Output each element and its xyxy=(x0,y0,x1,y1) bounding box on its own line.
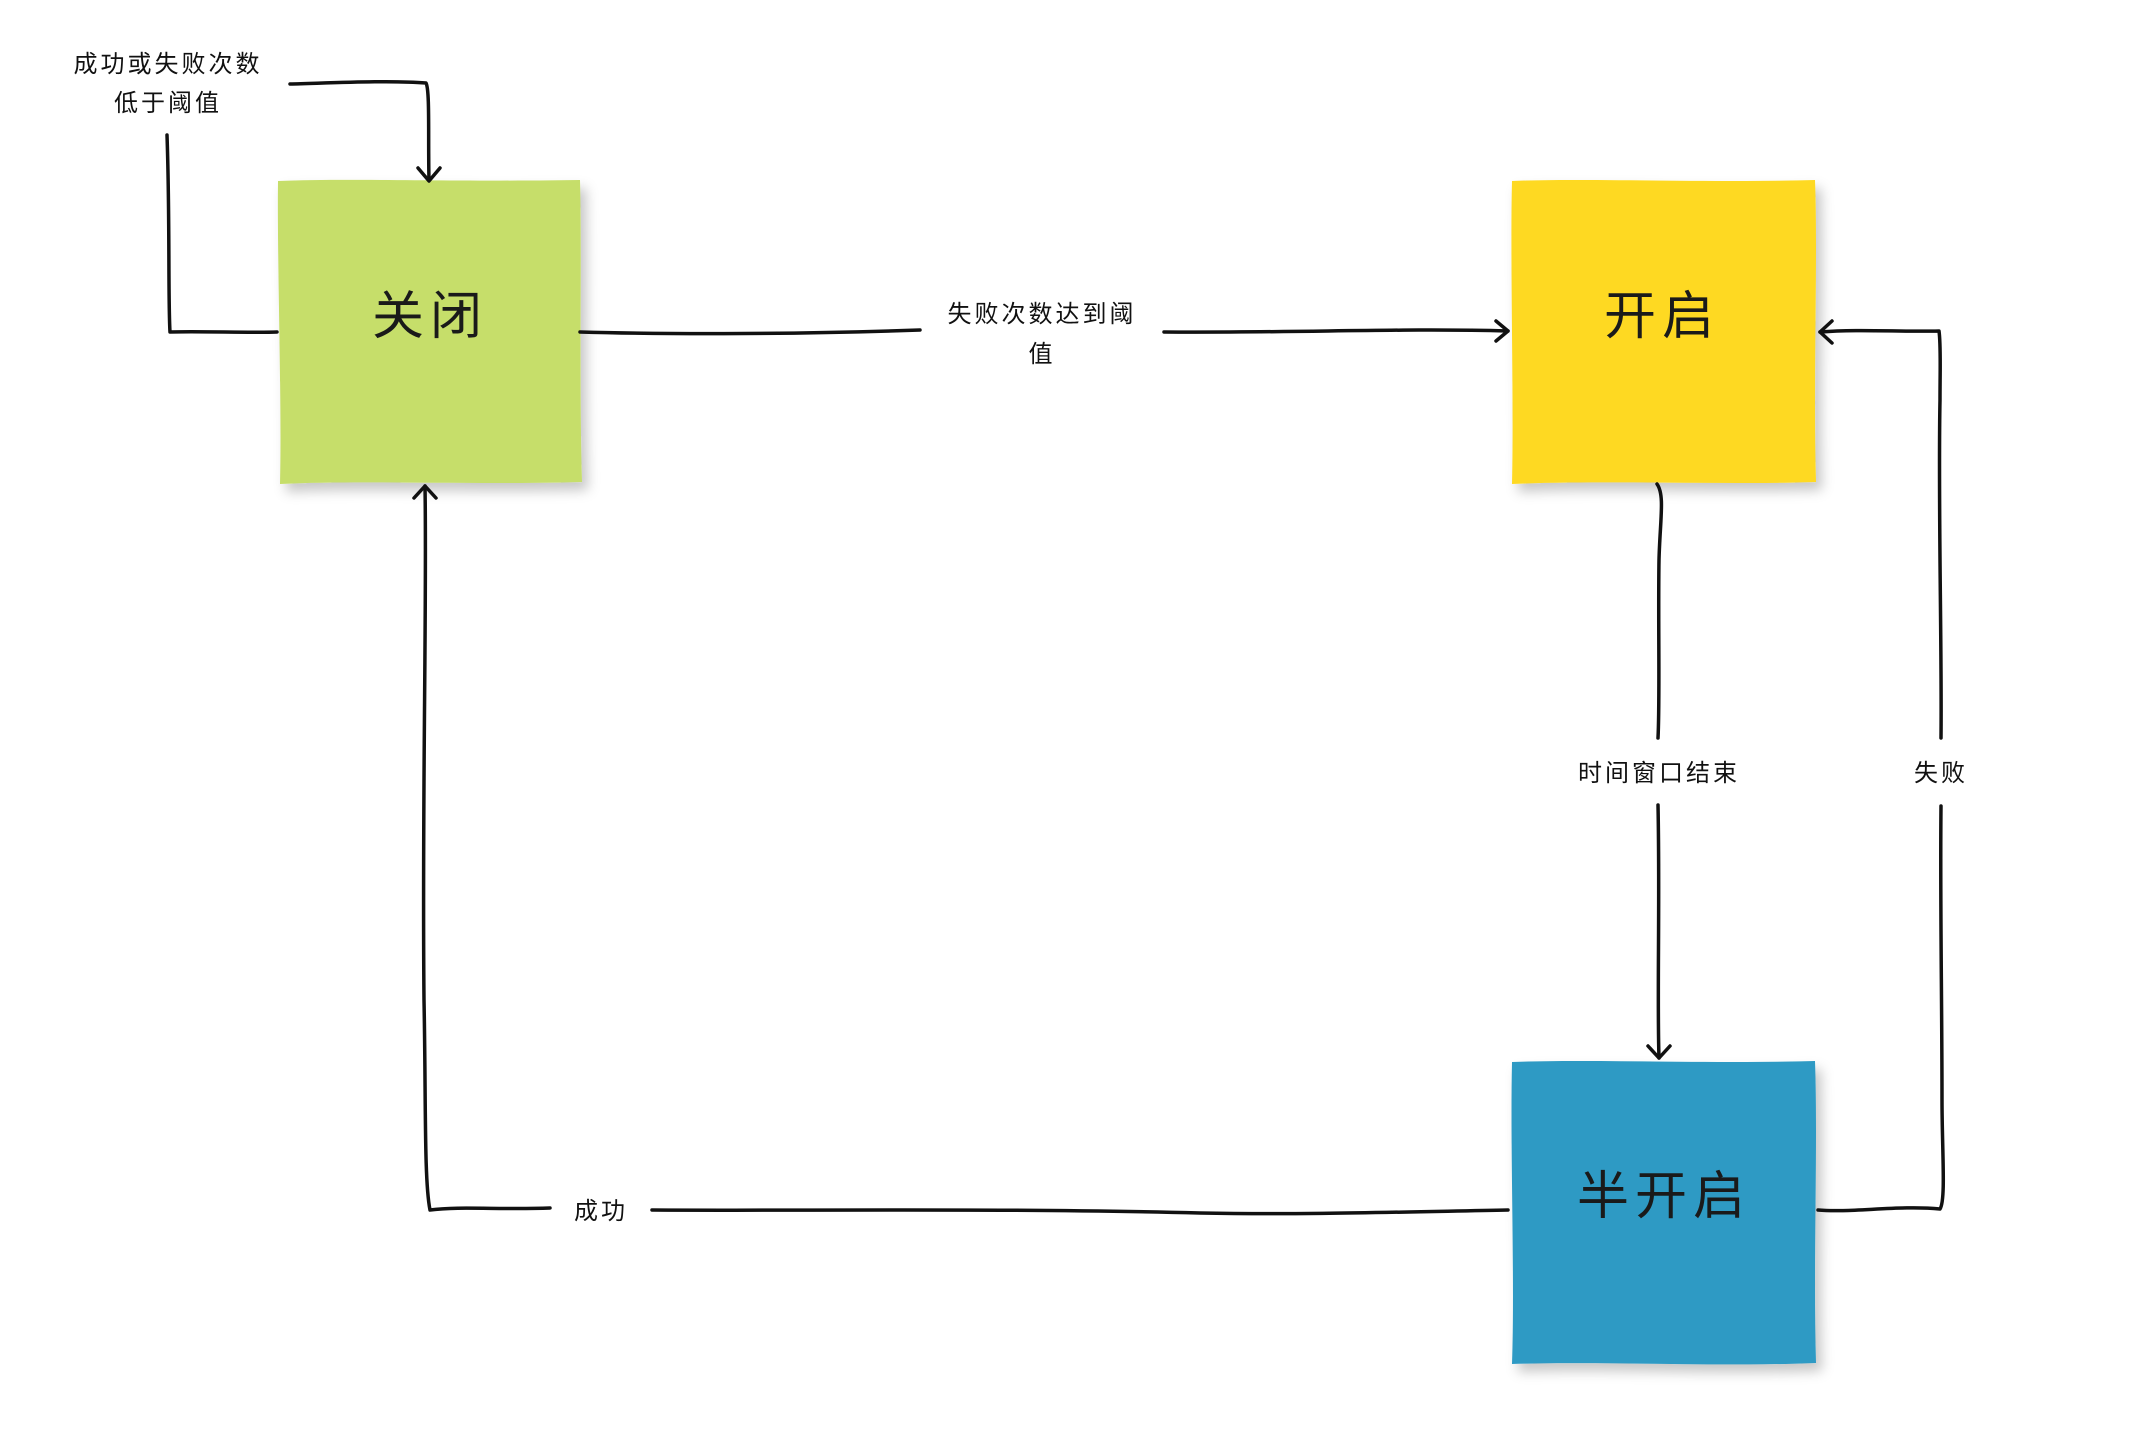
edge-closed-to-open-label-line1: 失败次数达到阈 xyxy=(948,300,1137,328)
node-half-open-box xyxy=(1511,1061,1816,1365)
edge-closed-self: 成功或失败次数 低于阈值 xyxy=(74,50,442,335)
edge-closed-self-label-line2: 低于阈值 xyxy=(114,89,222,117)
edge-half-open-to-closed-arrowhead xyxy=(412,484,438,500)
node-half-open-label: 半开启 xyxy=(1577,1167,1751,1227)
edge-half-open-to-open-label: 失败 xyxy=(1914,759,1968,787)
edge-closed-self-line-top xyxy=(288,79,431,182)
edge-half-open-to-closed-line-right xyxy=(650,1208,1510,1216)
edge-half-open-to-closed-line-left xyxy=(421,484,552,1212)
edge-closed-to-open-line-left xyxy=(578,328,922,336)
edge-closed-to-open-arrowhead xyxy=(1494,319,1510,343)
edge-open-to-half-open-line-bottom xyxy=(1656,803,1661,1060)
edge-closed-to-open: 失败次数达到阈 值 xyxy=(578,300,1510,368)
edge-half-open-to-open-line-top xyxy=(1818,328,1943,740)
node-open-label: 开启 xyxy=(1604,287,1720,347)
edge-half-open-to-closed-label: 成功 xyxy=(574,1197,628,1225)
edge-closed-self-arrowhead xyxy=(416,166,442,183)
edge-closed-to-open-line-right xyxy=(1162,328,1510,334)
node-open[interactable]: 开启 xyxy=(1511,180,1816,484)
edge-half-open-to-open: 失败 xyxy=(1816,319,1968,1213)
node-closed-box xyxy=(277,179,582,484)
edge-open-to-half-open: 时间窗口结束 xyxy=(1578,482,1740,1060)
edge-half-open-to-open-arrowhead xyxy=(1818,319,1834,345)
edge-closed-self-label-line1: 成功或失败次数 xyxy=(74,50,263,78)
node-open-box xyxy=(1511,180,1816,484)
edge-closed-self-line xyxy=(165,133,279,335)
edge-open-to-half-open-arrowhead xyxy=(1646,1044,1672,1060)
edge-open-to-half-open-line-top xyxy=(1655,482,1664,740)
edge-half-open-to-open-line-bottom xyxy=(1816,804,1946,1213)
edge-half-open-to-closed: 成功 xyxy=(412,484,1510,1225)
node-closed-label: 关闭 xyxy=(372,287,488,347)
node-half-open[interactable]: 半开启 xyxy=(1511,1061,1816,1365)
edge-open-to-half-open-label: 时间窗口结束 xyxy=(1578,759,1740,787)
edge-closed-to-open-label-line2: 值 xyxy=(1029,340,1056,368)
node-closed[interactable]: 关闭 xyxy=(277,179,582,484)
